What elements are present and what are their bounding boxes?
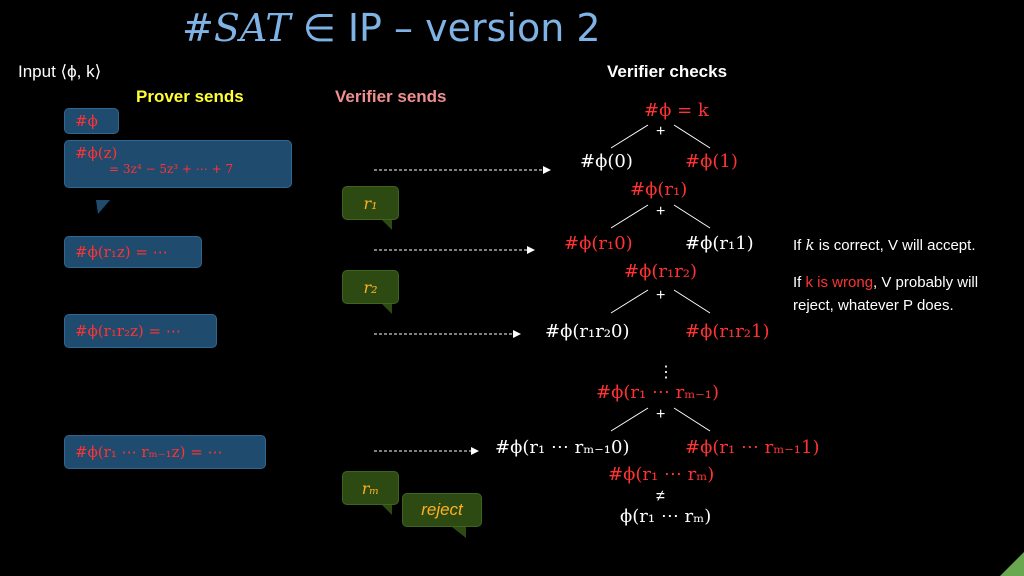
bubble-tail [380, 218, 392, 230]
prover-box-3: #ϕ(r₁r₂z) = ⋯ [64, 314, 217, 348]
corner-decoration [1000, 552, 1024, 576]
plus-3: + [656, 287, 666, 304]
prover-box-1-line2: = 3z⁴ − 5z³ + ⋯ + 7 [109, 162, 234, 176]
input-label: Input ⟨ϕ, k⟩ [18, 62, 102, 81]
note-reject: If k is wrong, V probably will reject, w… [793, 271, 1021, 317]
bubble-tail [380, 302, 392, 314]
tree-l4-right: #ϕ(r₁ ⋯ rₘ₋₁1) [685, 437, 820, 458]
tree-edge [610, 124, 649, 149]
reject-box: reject [402, 493, 482, 527]
prover-box-0-text: #ϕ [75, 112, 98, 130]
tree-l2-right: #ϕ(r₁1) [685, 233, 754, 254]
plus-1: + [656, 123, 666, 140]
tree-l1-left: #ϕ(0) [580, 151, 633, 172]
note-accept-prefix: If [793, 237, 806, 254]
title-hash: # [182, 6, 214, 50]
tree-rm-node: #ϕ(r₁ ⋯ rₘ) [608, 464, 715, 485]
bubble-tail [380, 503, 392, 515]
verifier-rm: rₘ [361, 478, 380, 498]
tree-edge [673, 124, 711, 149]
verifier-sends-label: Verifier sends [335, 87, 447, 106]
plus-2: + [656, 203, 666, 220]
tree-edge [673, 407, 711, 432]
tree-l4-left: #ϕ(r₁ ⋯ rₘ₋₁0) [495, 437, 630, 458]
verifier-r2: r₂ [363, 277, 378, 297]
prover-box-0: #ϕ [64, 108, 119, 134]
note-accept-k: k [805, 236, 815, 254]
tree-rm1-node: #ϕ(r₁ ⋯ rₘ₋₁) [596, 382, 720, 403]
title-sat: SAT [213, 6, 291, 50]
page-title: #SAT ∈ IP – version 2 [182, 6, 601, 50]
verifier-r2-box: r₂ [342, 270, 399, 304]
tree-edge [610, 289, 649, 314]
note-accept: If k is correct, V will accept. [793, 236, 976, 254]
prover-box-4: #ϕ(r₁ ⋯ rₘ₋₁z) = ⋯ [64, 435, 266, 469]
tree-edge [610, 204, 649, 229]
tree-l2-left: #ϕ(r₁0) [564, 233, 633, 254]
neq-sign: ≠ [656, 488, 665, 505]
note-reject-suffix: , V probably will reject, whatever P doe… [793, 274, 979, 314]
prover-box-1: #ϕ(z) = 3z⁴ − 5z³ + ⋯ + 7 [64, 140, 292, 188]
prover-box-2: #ϕ(r₁z) = ⋯ [64, 236, 202, 268]
prover-box-4-text: #ϕ(r₁ ⋯ rₘ₋₁z) = ⋯ [75, 443, 223, 461]
verifier-checks-label: Verifier checks [607, 62, 728, 81]
note-reject-wrong: k is wrong [805, 274, 874, 291]
title-rest: ∈ IP – version 2 [290, 6, 601, 50]
prover-box-3-text: #ϕ(r₁r₂z) = ⋯ [75, 322, 181, 340]
tree-l3-left: #ϕ(r₁r₂0) [545, 321, 630, 342]
vdots: ⋮ [658, 364, 674, 381]
verifier-rm-box: rₘ [342, 471, 399, 505]
prover-box-2-text: #ϕ(r₁z) = ⋯ [75, 243, 168, 261]
tree-edge [610, 407, 649, 432]
tree-l3-right: #ϕ(r₁r₂1) [685, 321, 770, 342]
prover-sends-label: Prover sends [136, 87, 244, 106]
tree-l1-right: #ϕ(1) [685, 151, 738, 172]
prover-box-1-line1: #ϕ(z) [75, 144, 118, 162]
verifier-r1-box: r₁ [342, 186, 399, 220]
tree-edge [673, 289, 711, 314]
reject-label: reject [421, 500, 463, 519]
verifier-r1: r₁ [363, 193, 378, 213]
tree-r2-node: #ϕ(r₁r₂) [624, 261, 698, 282]
bubble-tail [452, 527, 466, 538]
tree-r1-node: #ϕ(r₁) [630, 179, 688, 200]
bubble-tail [96, 200, 110, 214]
plus-4: + [656, 406, 666, 423]
note-accept-suffix: is correct, V will accept. [814, 237, 976, 254]
tree-root: #ϕ = k [644, 100, 709, 121]
tree-edge [673, 204, 711, 229]
tree-final: ϕ(r₁ ⋯ rₘ) [620, 506, 712, 527]
note-reject-prefix: If [793, 274, 806, 291]
